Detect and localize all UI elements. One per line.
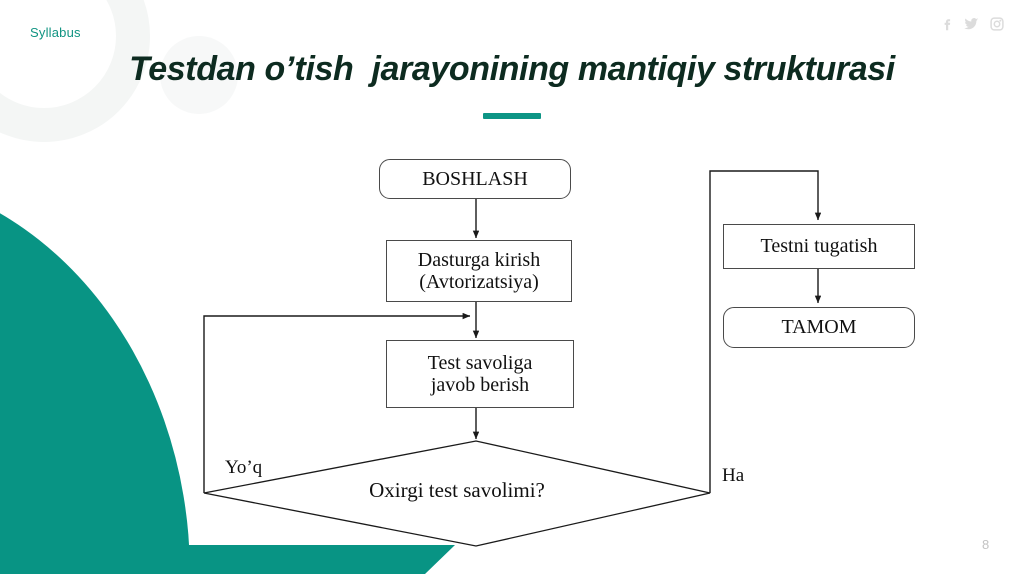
node-dasturga-kirish: Dasturga kirish (Avtorizatsiya): [386, 240, 572, 302]
edge-oxirgi-test-no: [203, 312, 471, 493]
node-tamom: TAMOM: [723, 307, 915, 348]
edge-label-no: Yo’q: [225, 457, 263, 478]
title-underline-rule: [483, 113, 541, 119]
node-dasturga-line2: (Avtorizatsiya): [419, 271, 539, 293]
node-oxirgi-decision: [203, 440, 711, 547]
node-boshlash: BOSHLASH: [379, 159, 571, 199]
decorative-circle: [160, 36, 238, 114]
page-number: 8: [982, 537, 990, 552]
facebook-icon[interactable]: [940, 17, 953, 31]
node-testni-tugatish: Testni tugatish: [723, 224, 915, 269]
node-test-line1: Test savoliga: [427, 351, 533, 374]
decorative-teal-strip: [0, 545, 455, 574]
edge-oxirgi-tugatish-yes: [709, 170, 822, 493]
instagram-icon[interactable]: [990, 17, 1004, 31]
edge-label-yes: Ha: [722, 465, 745, 486]
node-test-line2: javob berish: [430, 374, 530, 396]
node-dasturga-line1: Dasturga kirish: [417, 248, 541, 271]
eyebrow-label: Syllabus: [30, 25, 81, 40]
node-test-savoliga: Test savoliga javob berish: [386, 340, 574, 408]
page-title: Testdan o’tish jarayonining mantiqiy str…: [129, 50, 895, 88]
node-oxirgi-label: Oxirgi test savolimi?: [369, 478, 545, 502]
twitter-icon[interactable]: [964, 17, 979, 31]
social-icon-group: [940, 17, 1004, 31]
